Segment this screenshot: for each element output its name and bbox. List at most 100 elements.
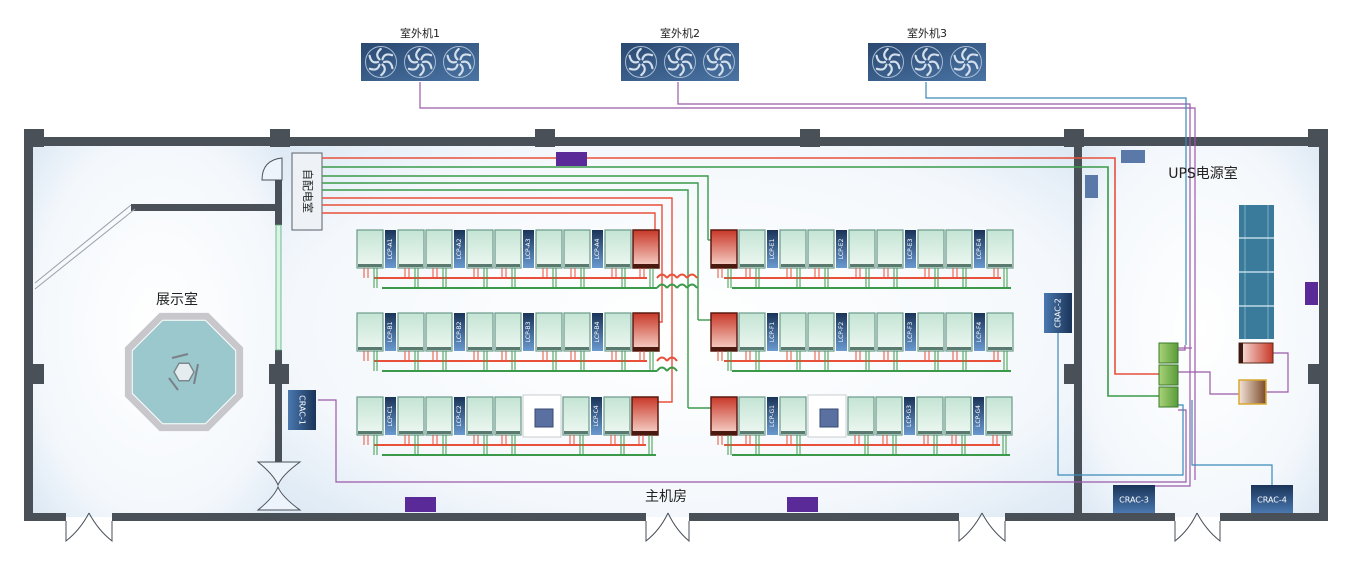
server-rack[interactable]: [397, 229, 425, 269]
door-ups-room[interactable]: [1174, 512, 1221, 543]
lcp-unit[interactable]: [974, 313, 985, 351]
server-rack[interactable]: [604, 312, 632, 352]
server-rack[interactable]: [848, 312, 876, 352]
fan-blade: [675, 47, 681, 61]
door-distribution[interactable]: [261, 157, 283, 181]
lcp-unit[interactable]: [592, 230, 603, 268]
server-rack[interactable]: [425, 396, 453, 436]
server-rack[interactable]: [494, 312, 522, 352]
server-rack[interactable]: [562, 396, 590, 436]
server-rack[interactable]: [604, 229, 632, 269]
lcp-unit[interactable]: [385, 397, 396, 435]
lcp-unit[interactable]: [836, 230, 847, 268]
server-rack[interactable]: [356, 312, 384, 352]
server-rack[interactable]: [535, 312, 563, 352]
server-rack[interactable]: [425, 312, 453, 352]
server-rack[interactable]: [563, 229, 591, 269]
blue-unit: [1121, 150, 1145, 163]
server-rack[interactable]: [397, 396, 425, 436]
lcp-unit[interactable]: [523, 313, 534, 351]
server-rack[interactable]: [847, 396, 875, 436]
outdoor-unit-1[interactable]: 室外机1: [361, 26, 479, 81]
server-rack[interactable]: [916, 396, 944, 436]
outdoor-unit-2[interactable]: 室外机2: [621, 26, 739, 81]
server-rack[interactable]: [779, 396, 807, 436]
crac-3[interactable]: CRAC-3: [1113, 485, 1155, 513]
lcp-unit[interactable]: [973, 397, 984, 435]
server-rack[interactable]: [466, 312, 494, 352]
ups-room-floor: [1078, 137, 1322, 517]
server-rack[interactable]: [807, 312, 835, 352]
server-rack[interactable]: [535, 229, 563, 269]
server-rack[interactable]: [603, 396, 631, 436]
server-rack[interactable]: [738, 396, 766, 436]
lcp-unit[interactable]: [454, 397, 465, 435]
server-rack[interactable]: [494, 229, 522, 269]
door-partition[interactable]: [256, 461, 302, 511]
server-rack[interactable]: [466, 396, 494, 436]
server-rack[interactable]: [356, 229, 384, 269]
server-rack[interactable]: [986, 312, 1014, 352]
lcp-unit[interactable]: [767, 313, 778, 351]
server-rack[interactable]: [875, 396, 903, 436]
server-rack[interactable]: [779, 229, 807, 269]
server-rack[interactable]: [917, 229, 945, 269]
server-rack[interactable]: [876, 312, 904, 352]
pdu-cabinet[interactable]: [631, 396, 659, 436]
door-main-room-2[interactable]: [958, 512, 1006, 543]
doors: [65, 157, 1221, 543]
lcp-unit[interactable]: [454, 313, 465, 351]
lcp-unit[interactable]: [905, 313, 916, 351]
pdu-cabinet[interactable]: [710, 229, 738, 269]
crac-4[interactable]: CRAC-4: [1251, 485, 1293, 513]
ups-unit-red: [1238, 342, 1274, 364]
server-rack[interactable]: [397, 312, 425, 352]
server-rack[interactable]: [356, 396, 384, 436]
server-rack[interactable]: [945, 229, 973, 269]
server-rack[interactable]: [917, 312, 945, 352]
main-room-label: 主机房: [645, 489, 687, 505]
lcp-unit[interactable]: [905, 230, 916, 268]
server-rack[interactable]: [848, 229, 876, 269]
lcp-unit[interactable]: [904, 397, 915, 435]
ground-line-feed: [322, 175, 709, 240]
lcp-unit[interactable]: [836, 313, 847, 351]
server-rack[interactable]: [466, 229, 494, 269]
server-rack[interactable]: [738, 229, 766, 269]
lcp-unit[interactable]: [592, 313, 603, 351]
server-rack[interactable]: [779, 312, 807, 352]
server-rack[interactable]: [425, 229, 453, 269]
outdoor-unit-3[interactable]: 室外机3: [868, 26, 986, 81]
pdu-cabinet[interactable]: [632, 229, 660, 269]
line-crossing: [656, 366, 668, 372]
server-rack[interactable]: [563, 312, 591, 352]
server-rack[interactable]: [985, 396, 1013, 436]
pdu-cabinet[interactable]: [710, 312, 738, 352]
lcp-unit[interactable]: [767, 397, 778, 435]
lcp-unit[interactable]: [591, 397, 602, 435]
lcp-unit[interactable]: [523, 230, 534, 268]
pillar: [269, 364, 289, 384]
server-rack[interactable]: [944, 396, 972, 436]
door-showroom[interactable]: [65, 512, 113, 543]
crac-1[interactable]: CRAC-1: [288, 390, 316, 430]
pdu-cabinet[interactable]: [710, 396, 738, 436]
server-rack[interactable]: [494, 396, 522, 436]
lcp-unit[interactable]: [454, 230, 465, 268]
server-rack[interactable]: [986, 229, 1014, 269]
crac-2[interactable]: CRAC-2: [1044, 293, 1072, 333]
door-main-room[interactable]: [645, 512, 690, 543]
pdu-cabinet[interactable]: [632, 312, 660, 352]
server-rack[interactable]: [807, 229, 835, 269]
lcp-unit[interactable]: [385, 230, 396, 268]
lcp-unit[interactable]: [767, 230, 778, 268]
lcp-unit[interactable]: [974, 230, 985, 268]
server-rack[interactable]: [876, 229, 904, 269]
server-rack[interactable]: [738, 312, 766, 352]
line-crossing: [656, 356, 668, 362]
floor-vent: [819, 408, 839, 428]
server-rack[interactable]: [945, 312, 973, 352]
lcp-unit[interactable]: [385, 313, 396, 351]
fan-blade: [679, 63, 685, 77]
